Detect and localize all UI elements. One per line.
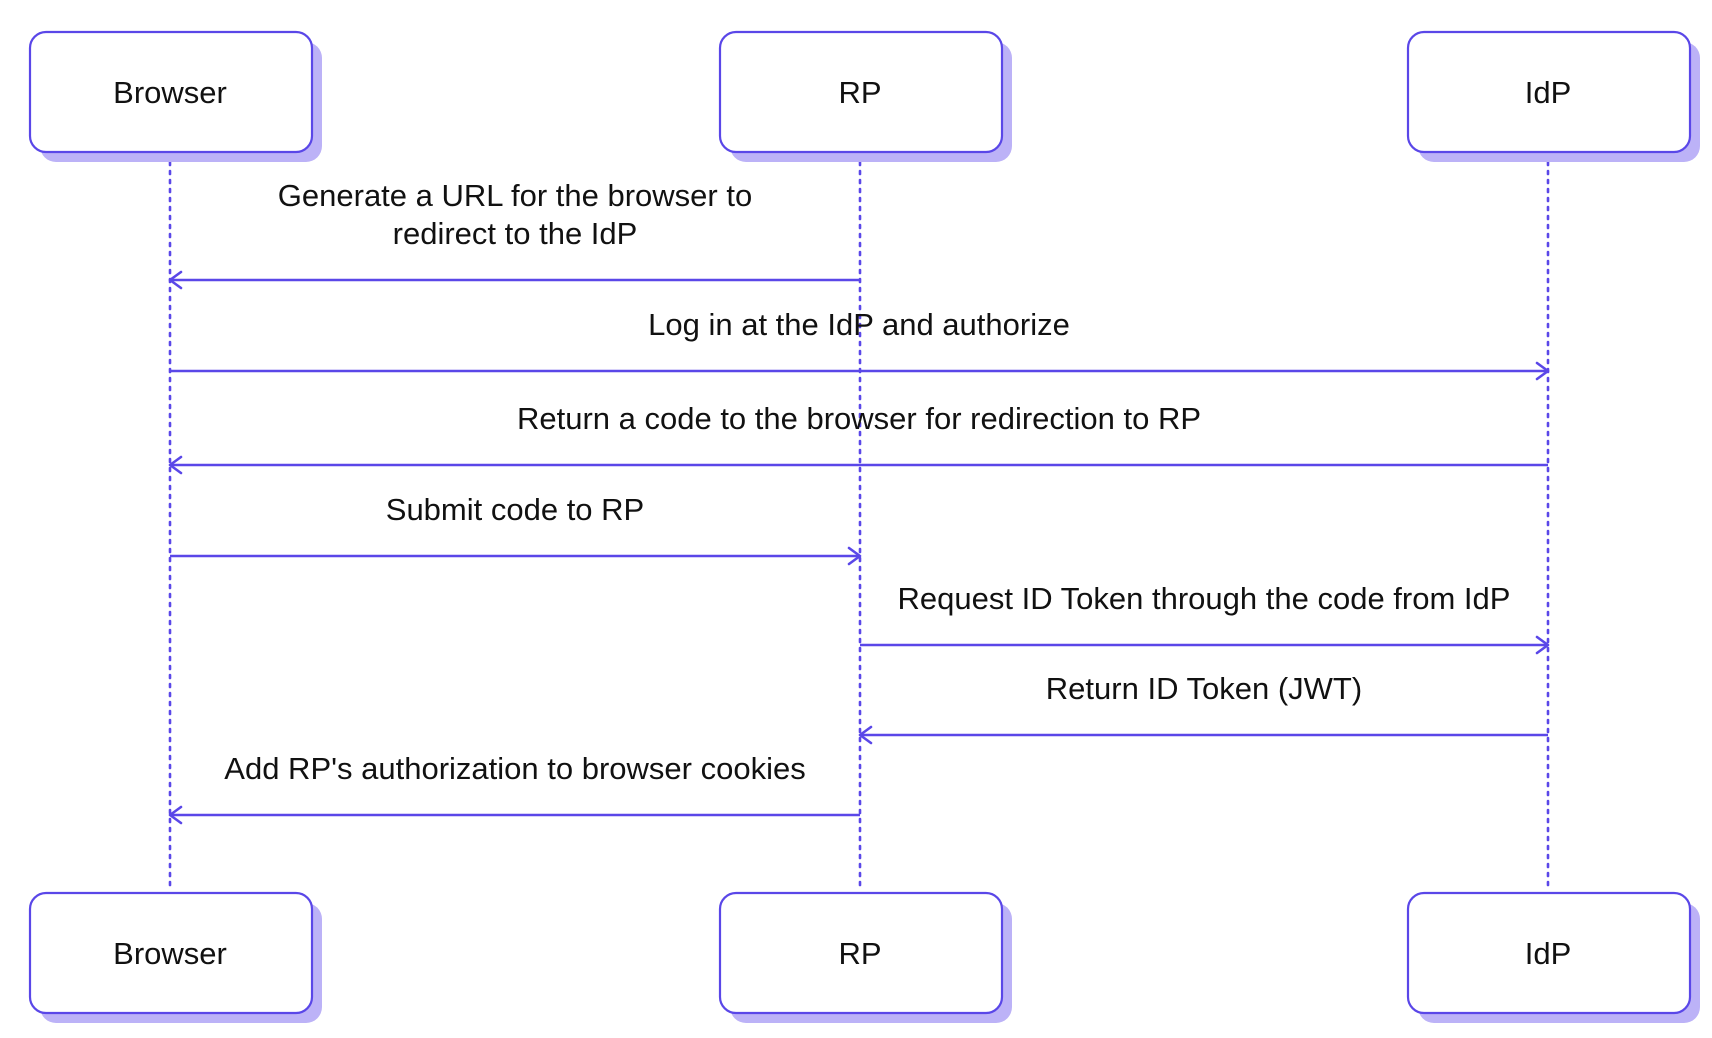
participant-box bbox=[1406, 891, 1692, 1015]
participant-idp-top: IdP bbox=[1406, 30, 1700, 162]
message-4: Submit code to RP bbox=[170, 492, 862, 566]
participant-label: IdP bbox=[1525, 936, 1572, 971]
arrowhead-icon bbox=[847, 546, 862, 566]
arrowhead-icon bbox=[168, 455, 183, 475]
message-7: Add RP's authorization to browser cookie… bbox=[168, 751, 860, 825]
arrowhead-icon bbox=[1535, 635, 1550, 655]
message-label: Return ID Token (JWT) bbox=[1046, 671, 1362, 706]
message-5: Request ID Token through the code from I… bbox=[860, 581, 1550, 655]
arrowhead-icon bbox=[168, 270, 183, 290]
participant-rp-top: RP bbox=[718, 30, 1012, 162]
arrowhead-icon bbox=[1535, 361, 1550, 381]
participant-label: IdP bbox=[1525, 75, 1572, 110]
message-label: Submit code to RP bbox=[386, 492, 644, 527]
participant-rp-bottom: RP bbox=[718, 891, 1012, 1023]
participant-browser-bottom: Browser bbox=[28, 891, 322, 1023]
participant-label: Browser bbox=[113, 936, 227, 971]
message-label: redirect to the IdP bbox=[393, 216, 638, 251]
message-label: Generate a URL for the browser to bbox=[278, 178, 752, 213]
message-6: Return ID Token (JWT) bbox=[858, 671, 1548, 745]
message-3: Return a code to the browser for redirec… bbox=[168, 401, 1548, 475]
participant-label: RP bbox=[838, 936, 881, 971]
arrowhead-icon bbox=[168, 805, 183, 825]
participant-label: RP bbox=[838, 75, 881, 110]
participant-idp-bottom: IdP bbox=[1406, 891, 1700, 1023]
messages: Generate a URL for the browser toredirec… bbox=[168, 178, 1550, 825]
participant-browser-top: Browser bbox=[28, 30, 322, 162]
message-2: Log in at the IdP and authorize bbox=[170, 307, 1550, 381]
participant-box bbox=[718, 30, 1004, 154]
message-label: Add RP's authorization to browser cookie… bbox=[224, 751, 805, 786]
message-1: Generate a URL for the browser toredirec… bbox=[168, 178, 860, 290]
participant-box bbox=[28, 891, 314, 1015]
participant-box bbox=[28, 30, 314, 154]
arrowhead-icon bbox=[858, 725, 873, 745]
participant-label: Browser bbox=[113, 75, 227, 110]
participant-box bbox=[718, 891, 1004, 1015]
message-label: Request ID Token through the code from I… bbox=[898, 581, 1511, 616]
lifelines bbox=[168, 160, 1550, 889]
message-label: Return a code to the browser for redirec… bbox=[517, 401, 1201, 436]
message-label: Log in at the IdP and authorize bbox=[648, 307, 1070, 342]
participant-box bbox=[1406, 30, 1692, 154]
